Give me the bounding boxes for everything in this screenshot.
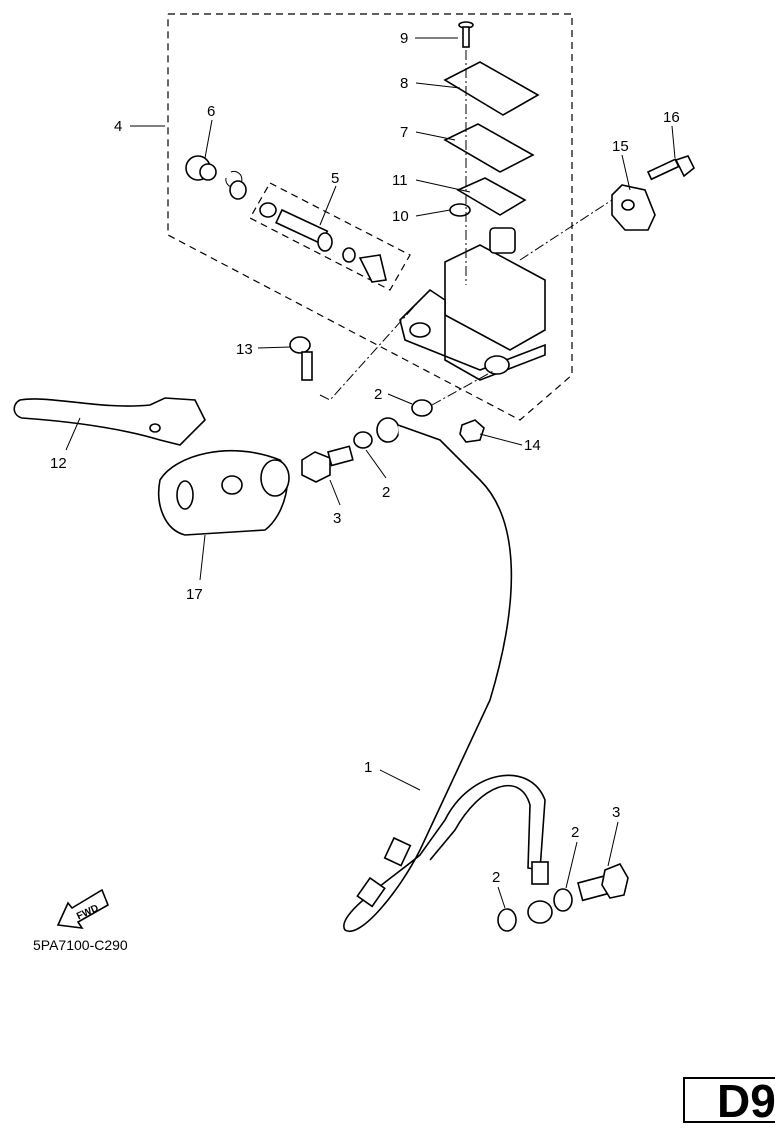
- callout-label: 1: [364, 759, 372, 776]
- nut-part: [459, 419, 485, 443]
- master-cylinder-body-part: [399, 227, 546, 381]
- callout-label: 2: [374, 386, 382, 403]
- callout-label: 8: [400, 75, 408, 92]
- callout-label: 2: [492, 869, 500, 886]
- callout-label: 15: [612, 138, 629, 155]
- clutch-hose-part: [343, 417, 553, 933]
- fwd-arrow-icon: FWD: [56, 888, 110, 930]
- callout-label: 3: [333, 510, 341, 527]
- copper-washer-part: [553, 888, 573, 912]
- diagram-code: 5PA7100-C290: [33, 937, 128, 953]
- callout-label: 9: [400, 30, 408, 47]
- union-bolt-part: [577, 862, 629, 902]
- diaphragm-part: [456, 177, 527, 216]
- callout-label: 4: [114, 118, 122, 135]
- page-badge: D9: [683, 1077, 775, 1124]
- clamp-bolt-part: [646, 155, 696, 181]
- screw-part: [458, 21, 474, 48]
- callout-label: 13: [236, 341, 253, 358]
- callout-label: 2: [382, 484, 390, 501]
- reservoir-cap-part: [443, 61, 540, 116]
- clutch-lever-part: [13, 397, 206, 446]
- guide-line: [519, 199, 613, 261]
- callout-label: 10: [392, 208, 409, 225]
- copper-washer-part: [353, 431, 373, 449]
- callout-label: 6: [207, 103, 215, 120]
- assembly-boundary: [167, 13, 573, 421]
- callout-label: 5: [331, 170, 339, 187]
- washer-part: [229, 180, 247, 200]
- holder-clamp-part: [611, 184, 656, 231]
- lever-cover-part: [158, 449, 290, 536]
- pivot-bolt-part: [289, 336, 313, 381]
- callout-label: 16: [663, 109, 680, 126]
- copper-washer-part: [411, 399, 433, 417]
- callout-label: 12: [50, 455, 67, 472]
- float-part: [449, 203, 471, 217]
- leader-lines: [65, 37, 676, 909]
- piston-part: [259, 202, 387, 283]
- dust-boot-part: [185, 155, 217, 181]
- callout-label: 3: [612, 804, 620, 821]
- callout-label: 14: [524, 437, 541, 454]
- union-bolt-part: [301, 445, 354, 483]
- diaphragm-holder-part: [443, 123, 535, 173]
- callout-label: 2: [571, 824, 579, 841]
- guide-line: [431, 369, 496, 406]
- callout-label: 11: [392, 172, 408, 189]
- piston-kit-boundary: [249, 182, 411, 291]
- callout-label: 7: [400, 124, 408, 141]
- guide-line: [319, 299, 421, 401]
- copper-washer-part: [497, 908, 517, 932]
- callout-label: 17: [186, 586, 203, 603]
